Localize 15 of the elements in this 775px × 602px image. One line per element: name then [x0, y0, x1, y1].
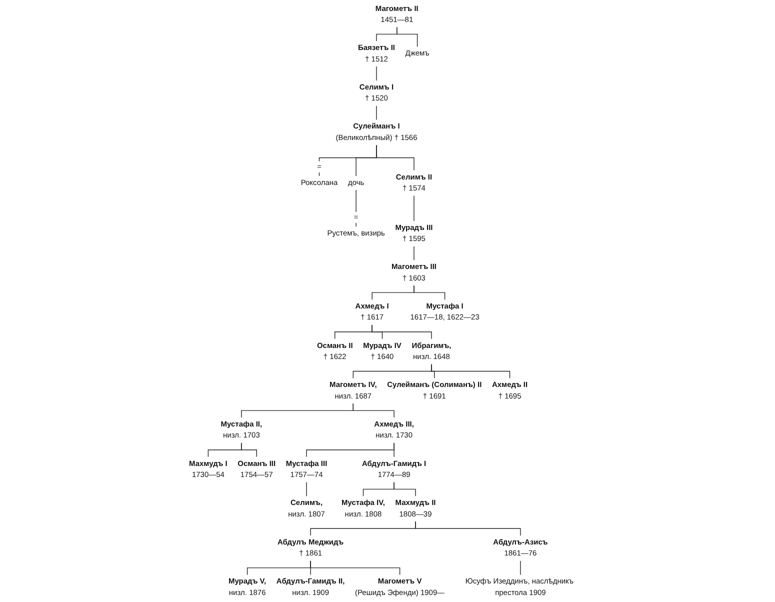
connector: [376, 105, 377, 120]
connector: [431, 364, 510, 379]
connector: [306, 442, 394, 458]
connector: [376, 66, 377, 81]
connector: [415, 521, 521, 536]
connector: [520, 560, 521, 576]
connector: [372, 324, 432, 340]
connector: [310, 560, 400, 576]
connector: [352, 403, 394, 418]
connector: [376, 144, 414, 171]
connector: [241, 442, 257, 458]
connector: [394, 482, 416, 497]
connector: [306, 482, 307, 497]
connector: [414, 285, 446, 300]
connector: [396, 26, 418, 48]
